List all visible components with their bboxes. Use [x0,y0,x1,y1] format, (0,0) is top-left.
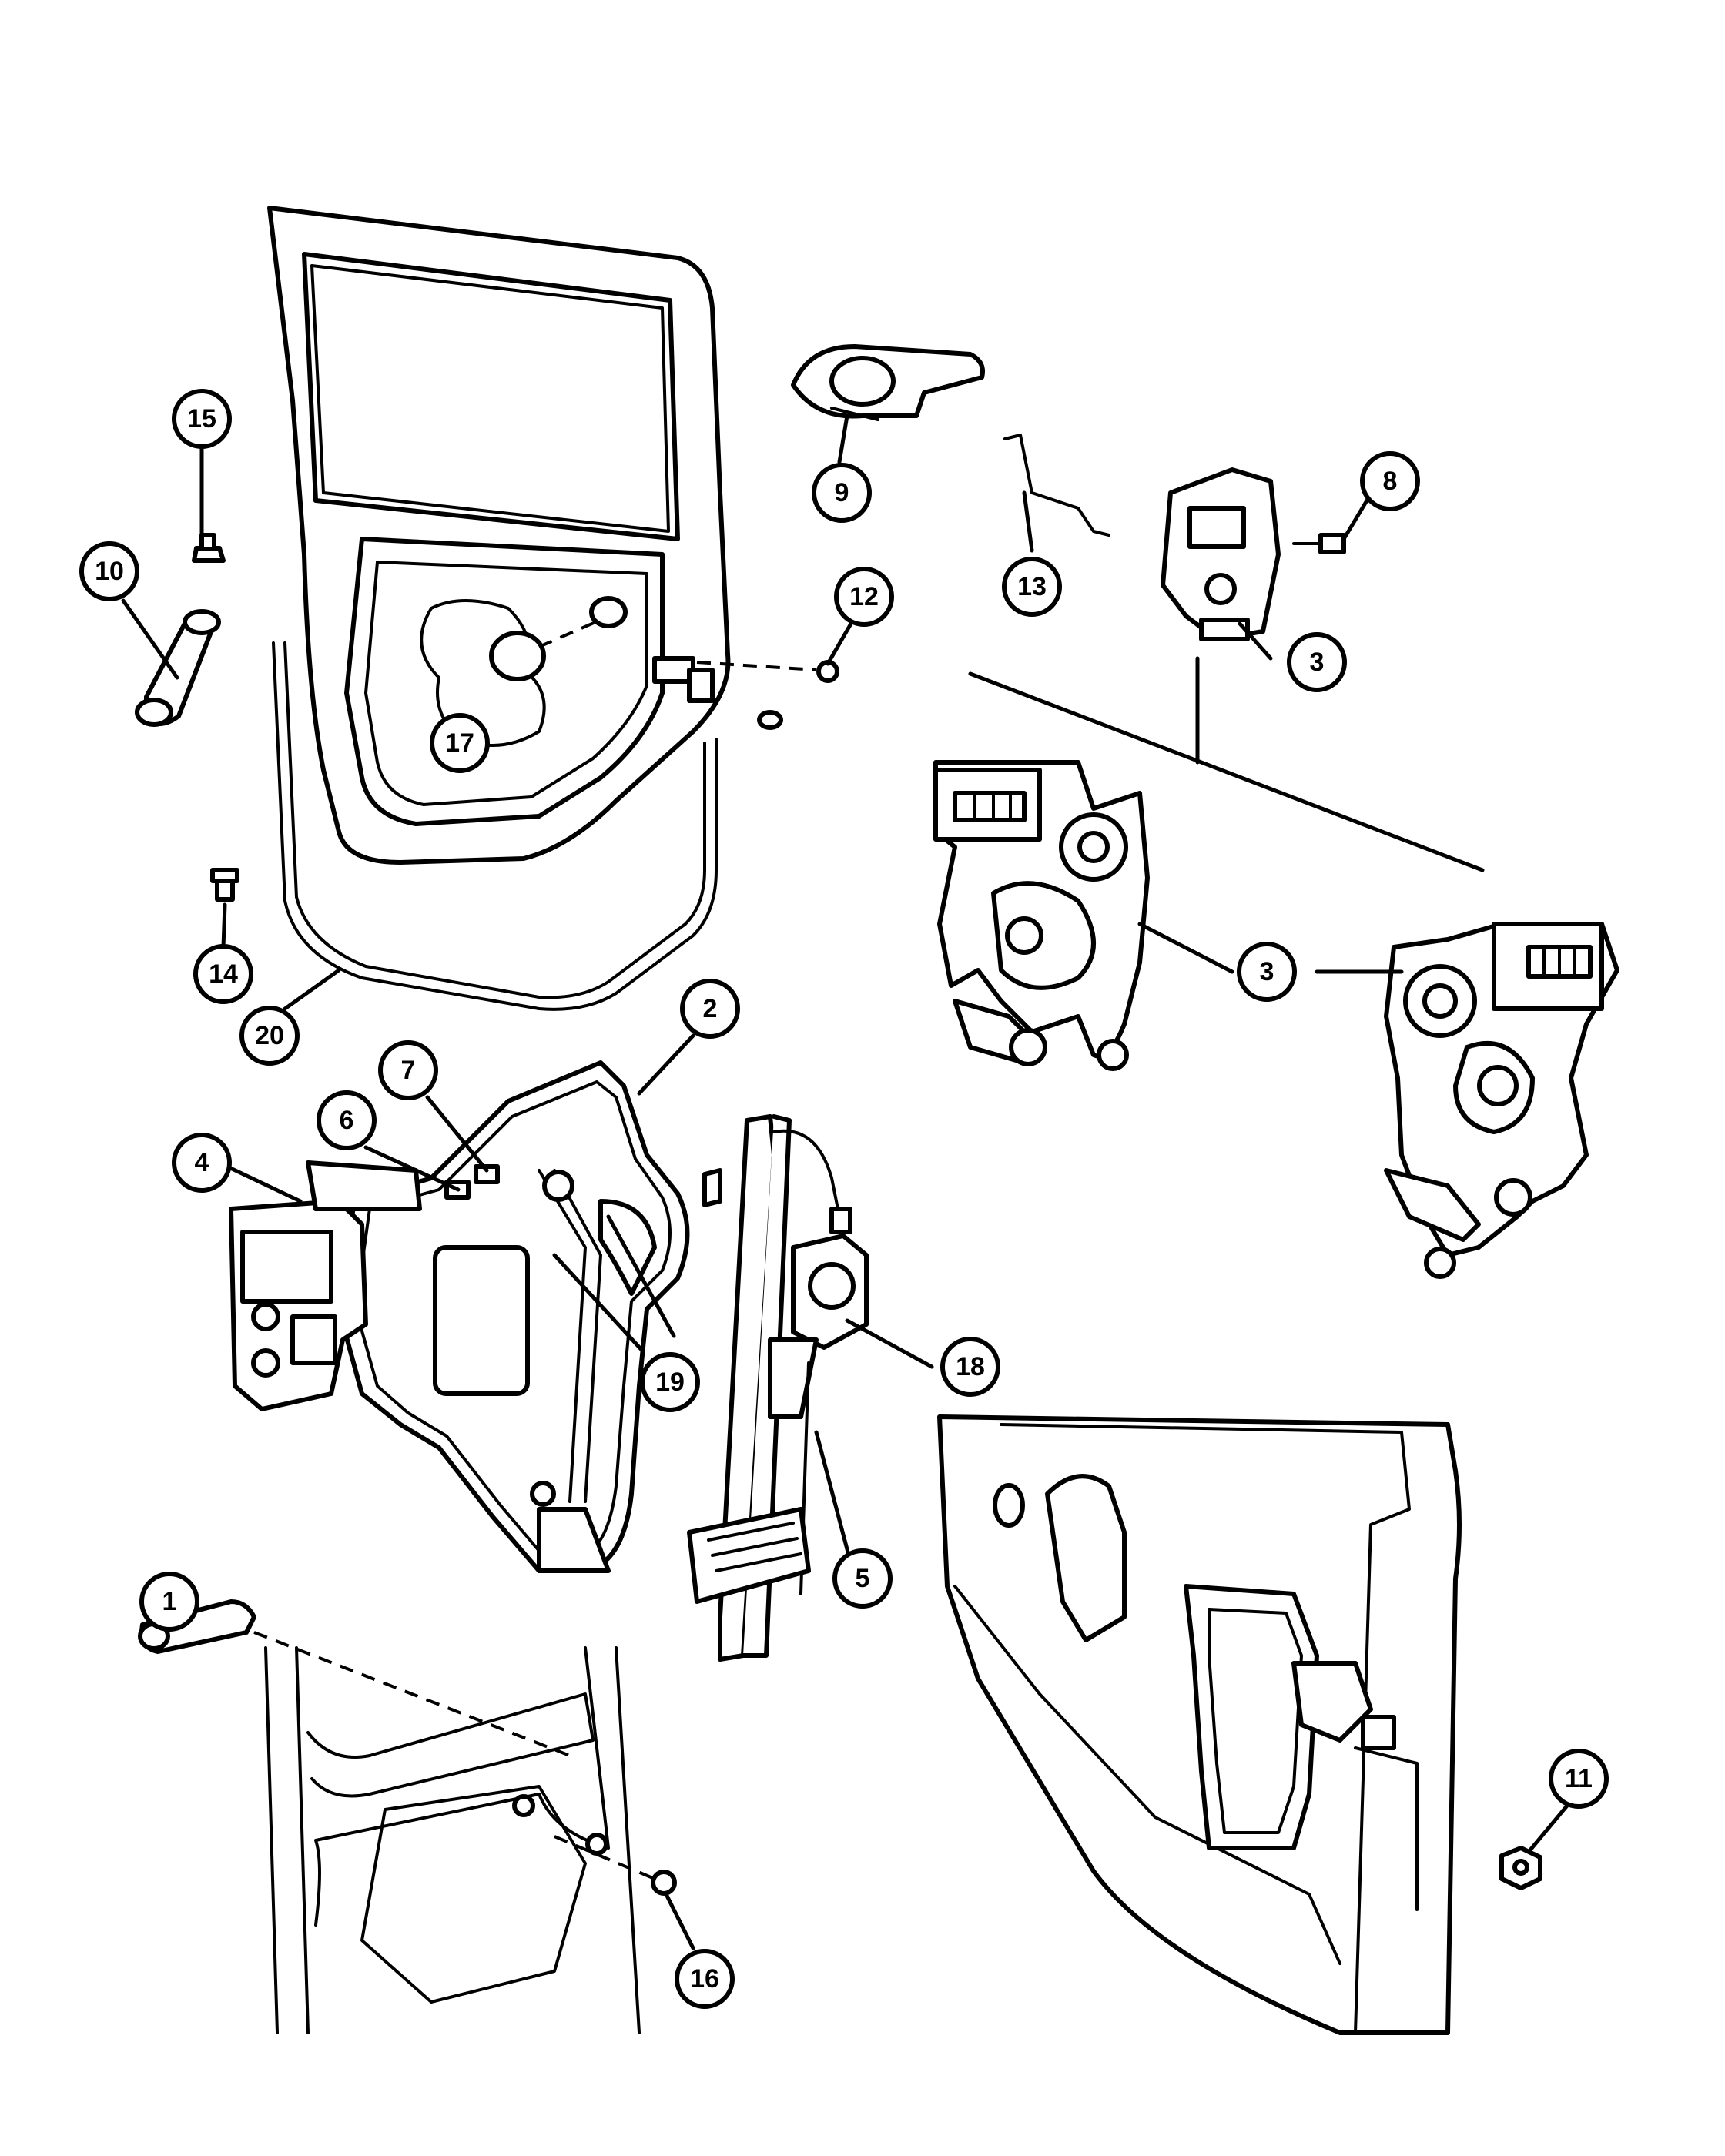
callout-12-label: 12 [849,582,879,611]
clips-6-7 [444,1164,500,1200]
callout-17-label: 17 [445,728,474,758]
door-shell [267,206,731,865]
callout-20-label: 20 [255,1021,284,1050]
carrier-module-2 [337,1060,690,1573]
handle-10 [135,609,221,727]
callout-6: 6 [317,1090,377,1150]
rod-13 [1003,434,1110,537]
callout-4: 4 [172,1133,232,1193]
nut-16 [651,1870,677,1896]
callout-16-label: 16 [690,1964,719,1994]
callout-3-detail-label: 3 [1260,957,1274,986]
callout-17: 17 [430,713,490,773]
callout-15: 15 [172,389,232,449]
callout-3-detail: 3 [1237,942,1297,1002]
inside-handle-9 [791,344,985,421]
callout-3-top: 3 [1287,632,1347,692]
callout-10-label: 10 [95,557,124,586]
callout-19-label: 19 [655,1368,685,1397]
divider-line [968,671,1485,872]
callout-5-label: 5 [856,1564,870,1593]
callout-6-label: 6 [340,1106,354,1135]
pushpin-15 [192,533,226,563]
callout-1-label: 1 [162,1587,177,1616]
callout-15-label: 15 [187,404,216,434]
callout-20: 20 [239,1006,300,1066]
callout-11: 11 [1549,1749,1609,1809]
callout-13: 13 [1002,557,1062,617]
callout-11-label: 11 [1565,1764,1593,1793]
callout-18-label: 18 [956,1352,985,1381]
callout-2-label: 2 [703,994,718,1023]
stud-14 [210,868,239,902]
callout-14: 14 [193,944,253,1004]
latch-3-top [1161,467,1281,641]
callout-8: 8 [1360,451,1420,511]
callout-7-label: 7 [401,1056,416,1085]
callout-12: 12 [834,567,894,627]
callout-1: 1 [139,1572,199,1632]
screw-8 [1292,533,1346,554]
latch-4 [229,1160,422,1411]
callout-13-label: 13 [1017,572,1047,601]
callout-16: 16 [675,1949,735,2009]
latch-3-detail-right [1384,922,1619,1279]
callout-10: 10 [79,541,139,601]
door-assembled-bottom-right [937,1414,1462,2035]
latch-3-detail-left [933,760,1150,1071]
callout-14-label: 14 [209,959,238,989]
callout-19: 19 [640,1352,700,1412]
nut-11 [1499,1846,1542,1890]
handle-1 [138,1599,571,1757]
callout-3-top-label: 3 [1310,648,1325,677]
callout-4-label: 4 [195,1148,209,1177]
door-inner-bottom-left [264,1646,655,2034]
weatherstrip-20 [272,641,718,1011]
callout-5: 5 [832,1548,893,1609]
callout-8-label: 8 [1383,467,1398,496]
door-plug [489,618,601,681]
callout-9-label: 9 [835,478,849,507]
callout-7: 7 [378,1040,438,1100]
callout-9: 9 [812,463,872,523]
clip-12 [696,660,839,730]
callout-2: 2 [680,979,740,1039]
callout-18: 18 [940,1337,1000,1397]
